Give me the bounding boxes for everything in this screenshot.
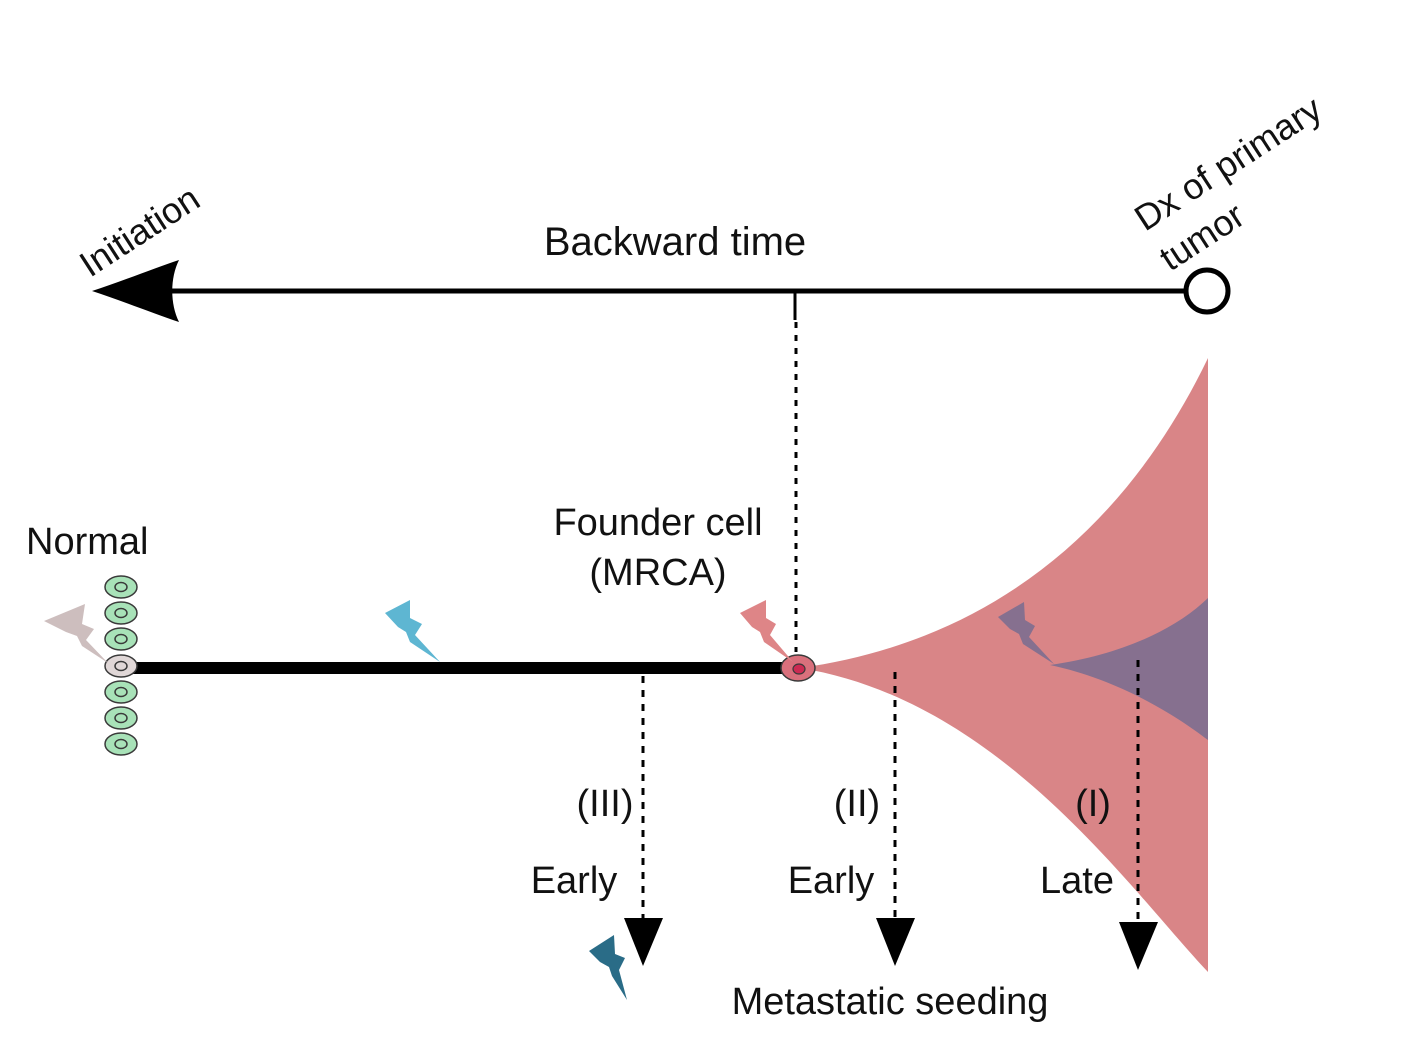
subclone-expansion — [1050, 598, 1208, 740]
lightning-bolt-icon — [740, 600, 793, 662]
initiation-arrowhead — [92, 260, 179, 322]
normal-cell — [104, 706, 138, 730]
scenario-iii-timing: Early — [531, 860, 618, 902]
lightning-bolt-icon — [589, 935, 627, 1000]
founder-cell — [780, 654, 816, 682]
seeding-arrow-ii — [876, 672, 915, 966]
metastatic-seeding-caption: Metastatic seeding — [732, 981, 1049, 1023]
lightning-bolt-icon — [385, 600, 440, 662]
scenario-ii-timing: Early — [788, 860, 875, 902]
lightning-bolt-icon — [44, 604, 108, 663]
normal-cell — [104, 627, 138, 651]
scenario-iii-label: (III) — [577, 783, 634, 825]
scenario-i-timing: Late — [1040, 860, 1114, 902]
founder-cell-label-line2: (MRCA) — [589, 552, 726, 594]
normal-cell-origin — [104, 654, 138, 678]
tumor-clone-expansion — [800, 358, 1208, 972]
founder-cell-label-line1: Founder cell — [553, 502, 762, 544]
normal-cells — [104, 575, 138, 756]
normal-cell — [104, 601, 138, 625]
normal-cell — [104, 575, 138, 599]
lightning-bolt-icon — [998, 602, 1054, 664]
seeding-arrow-i — [1119, 660, 1158, 970]
backward-time-label: Backward time — [544, 220, 806, 264]
initiation-label: Initiation — [72, 177, 207, 284]
seeding-arrow-iii — [624, 676, 663, 966]
backward-time-axis — [92, 260, 1231, 322]
normal-label: Normal — [26, 521, 148, 563]
scenario-ii-label: (II) — [834, 783, 880, 825]
normal-cell — [104, 680, 138, 704]
scenario-i-label: (I) — [1075, 783, 1111, 825]
diagnosis-circle-icon — [1183, 267, 1231, 315]
normal-cell — [104, 732, 138, 756]
